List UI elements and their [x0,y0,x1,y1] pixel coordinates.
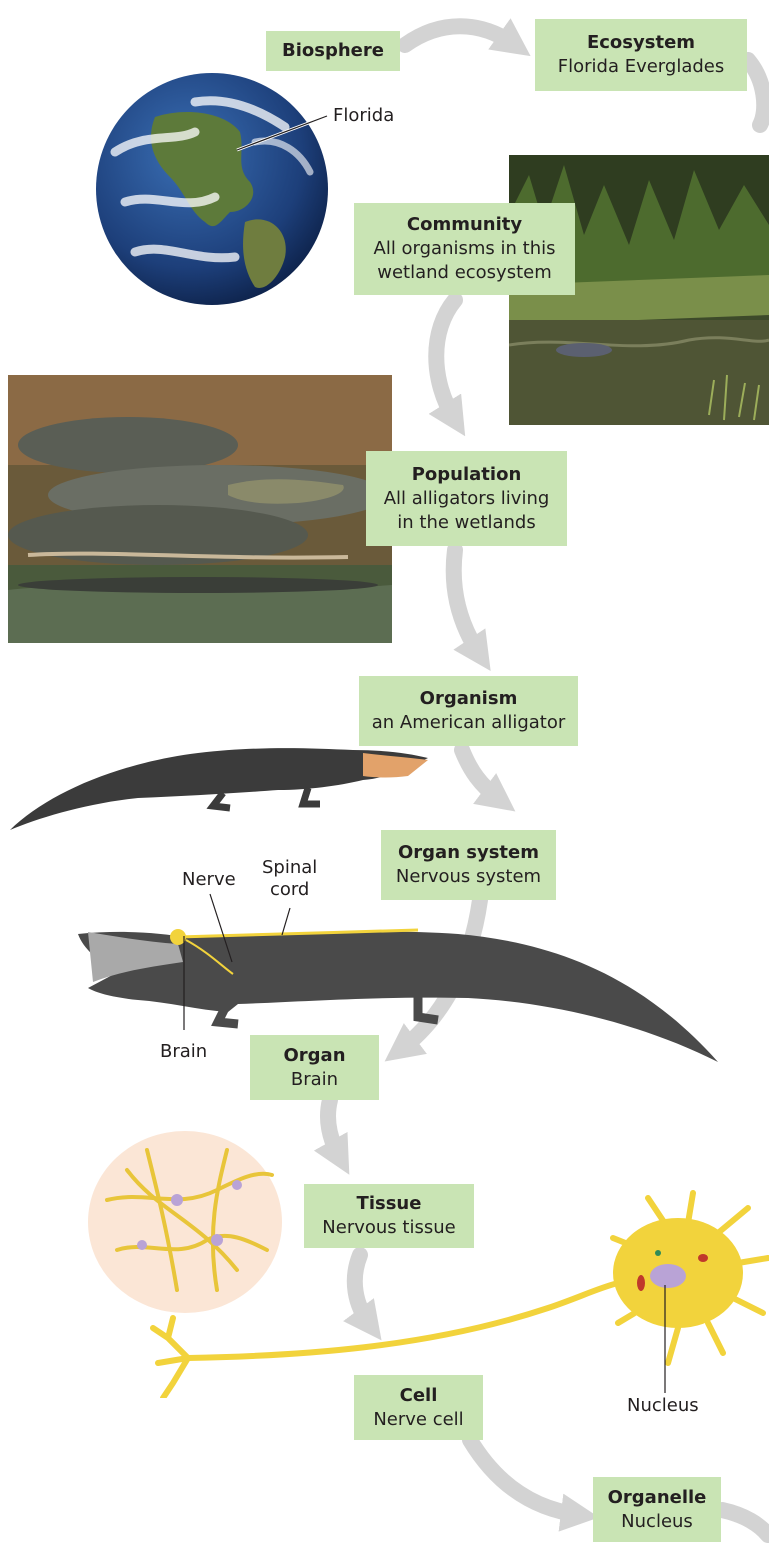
biosphere-label: Biosphere [266,31,400,71]
arrow-organelle-exit [722,1510,768,1535]
community-label: Community All organisms in this wetland … [354,203,575,295]
spinal-cord-line-1: Spinal [262,857,317,879]
florida-callout: Florida [333,105,394,127]
community-title: Community [407,213,522,237]
brain-callout: Brain [160,1041,207,1063]
cell-line-1: Nerve cell [373,1408,463,1432]
ecosystem-title: Ecosystem [587,31,695,55]
organelle-label: Organelle Nucleus [593,1477,721,1542]
population-line-2: in the wetlands [397,511,536,535]
nucleus-callout: Nucleus [627,1395,699,1417]
arrow-organism-to-organ-system [462,750,500,800]
tissue-title: Tissue [357,1192,422,1216]
population-line-1: All alligators living [384,487,550,511]
arrow-biosphere-to-ecosystem [405,26,515,45]
organ-system-label: Organ system Nervous system [381,830,556,900]
florida-pointer-line [235,112,330,152]
earth-globe-image [95,72,330,307]
arrow-cell-to-organelle [470,1440,580,1515]
population-title: Population [412,463,522,487]
organelle-line-1: Nucleus [621,1510,693,1534]
tissue-label: Tissue Nervous tissue [304,1184,474,1248]
organ-label: Organ Brain [250,1035,379,1100]
biosphere-title: Biosphere [282,39,384,63]
alligator-population-image [8,375,392,643]
arrow-population-to-organism [454,550,480,655]
ecosystem-label: Ecosystem Florida Everglades [535,19,747,91]
cell-title: Cell [400,1384,438,1408]
organ-system-pointer-lines [150,880,310,1040]
ecosystem-line-1: Florida Everglades [558,55,724,79]
arrow-organ-to-tissue [328,1100,340,1158]
population-label: Population All alligators living in the … [366,451,567,546]
arrow-ecosystem-to-community [748,60,764,125]
community-line-2: wetland ecosystem [377,261,552,285]
organ-system-line-1: Nervous system [396,865,541,889]
alligator-organism-image [8,738,430,838]
community-line-1: All organisms in this [374,237,556,261]
nucleus-pointer-line [660,1285,670,1395]
tissue-line-1: Nervous tissue [322,1216,455,1240]
organelle-title: Organelle [608,1486,707,1510]
arrow-community-to-population [436,300,455,420]
cell-label: Cell Nerve cell [354,1375,483,1440]
organism-title: Organism [420,687,518,711]
organ-title: Organ [283,1044,345,1068]
organism-line-1: an American alligator [372,711,566,735]
organ-system-title: Organ system [398,841,539,865]
organ-line-1: Brain [291,1068,338,1092]
organism-label: Organism an American alligator [359,676,578,746]
